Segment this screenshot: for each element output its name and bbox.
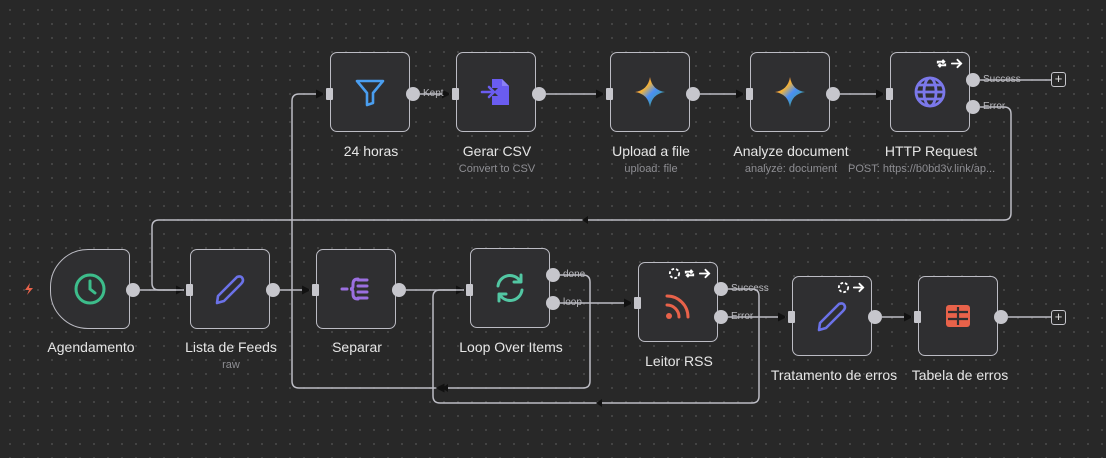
wire-arrow-done-return: [442, 384, 448, 392]
gemini-icon: [632, 74, 668, 110]
node-http-request[interactable]: [890, 52, 970, 132]
globe-icon: [912, 74, 948, 110]
output-handle[interactable]: [532, 87, 546, 101]
input-handle[interactable]: [788, 311, 795, 323]
node-label: Leitor RSS: [645, 353, 713, 369]
retry-icon: [684, 269, 695, 278]
output-handle-success[interactable]: [966, 73, 980, 87]
loop-icon: [492, 270, 528, 306]
node-leitor-rss[interactable]: [638, 262, 718, 342]
input-handle[interactable]: [452, 88, 459, 100]
node-gerar-csv[interactable]: [456, 52, 536, 132]
table-icon: [940, 298, 976, 334]
output-handle-success[interactable]: [714, 282, 728, 296]
node-sublabel: raw: [222, 359, 240, 371]
wire-http-error-lista: [151, 106, 1012, 291]
output-handle-error[interactable]: [714, 310, 728, 324]
wire-arrow-http-error: [582, 216, 588, 224]
node-label: Agendamento: [47, 339, 135, 355]
node-analyze-document[interactable]: [750, 52, 830, 132]
node-label: Tratamento de erros: [770, 367, 898, 383]
node-badges: [668, 267, 711, 281]
input-handle[interactable]: [312, 284, 319, 296]
node-loop-over-items[interactable]: [470, 248, 550, 328]
retry-icon: [936, 59, 947, 68]
gemini-icon: [772, 74, 808, 110]
wire-arrow-success-return: [596, 399, 602, 407]
output-handle[interactable]: [266, 283, 280, 297]
input-handle[interactable]: [186, 284, 193, 296]
input-handle[interactable]: [886, 88, 893, 100]
node-upload-a-file[interactable]: [610, 52, 690, 132]
pencil-icon: [212, 271, 248, 307]
node-label: Tabela de erros: [911, 367, 1009, 383]
port-label-error: Error: [983, 101, 1006, 112]
node-badges: [935, 57, 963, 71]
port-label-done: done: [563, 269, 586, 280]
node-agendamento[interactable]: [50, 249, 130, 329]
port-label-error: Error: [731, 311, 754, 322]
add-node-button[interactable]: +: [1051, 310, 1066, 325]
node-label: Separar: [332, 339, 382, 355]
node-label: 24 horas: [343, 143, 399, 159]
node-label: Lista de Feeds: [185, 339, 277, 355]
output-handle-done[interactable]: [546, 268, 560, 282]
continue-icon: [852, 282, 865, 293]
node-sublabel: Convert to CSV: [458, 163, 536, 175]
input-handle[interactable]: [606, 88, 613, 100]
input-handle[interactable]: [634, 297, 641, 309]
node-label: Gerar CSV: [462, 143, 532, 159]
node-badges: [837, 281, 865, 295]
node-label: Upload a file: [612, 143, 690, 159]
node-separar[interactable]: [316, 249, 396, 329]
pencil-icon: [814, 298, 850, 334]
port-label-success: Success: [983, 74, 1021, 85]
node-sublabel: analyze: document: [744, 163, 838, 175]
output-handle[interactable]: [392, 283, 406, 297]
port-label-loop: loop: [563, 297, 582, 308]
node-label: Analyze document: [733, 143, 849, 159]
output-handle-kept[interactable]: [406, 87, 420, 101]
continue-icon: [698, 268, 711, 279]
filter-icon: [352, 74, 388, 110]
input-handle[interactable]: [746, 88, 753, 100]
always-output-icon: [668, 267, 681, 280]
output-handle[interactable]: [826, 87, 840, 101]
port-label-kept: Kept: [423, 88, 444, 99]
split-out-icon: [338, 271, 374, 307]
node-label: HTTP Request: [884, 143, 978, 159]
input-handle[interactable]: [914, 311, 921, 323]
input-handle[interactable]: [326, 88, 333, 100]
output-handle[interactable]: [868, 310, 882, 324]
output-handle[interactable]: [126, 283, 140, 297]
node-tabela-de-erros[interactable]: [918, 276, 998, 356]
port-label-success: Success: [731, 283, 769, 294]
output-handle[interactable]: [994, 310, 1008, 324]
node-lista-de-feeds[interactable]: [190, 249, 270, 329]
node-sublabel: upload: file: [624, 163, 678, 175]
continue-icon: [950, 58, 963, 69]
file-import-icon: [478, 74, 514, 110]
clock-icon: [72, 271, 108, 307]
node-label: Loop Over Items: [459, 339, 563, 355]
node-24-horas[interactable]: [330, 52, 410, 132]
input-handle[interactable]: [466, 284, 473, 296]
node-tratamento-de-erros[interactable]: [792, 276, 872, 356]
output-handle[interactable]: [686, 87, 700, 101]
add-node-button[interactable]: +: [1051, 72, 1066, 87]
always-output-icon: [837, 281, 850, 294]
output-handle-error[interactable]: [966, 100, 980, 114]
output-handle-loop[interactable]: [546, 296, 560, 310]
node-sublabel: POST: https://b0bd3v.link/ap...: [848, 163, 996, 175]
rss-icon: [660, 288, 696, 324]
trigger-bolt-icon: [22, 282, 36, 296]
